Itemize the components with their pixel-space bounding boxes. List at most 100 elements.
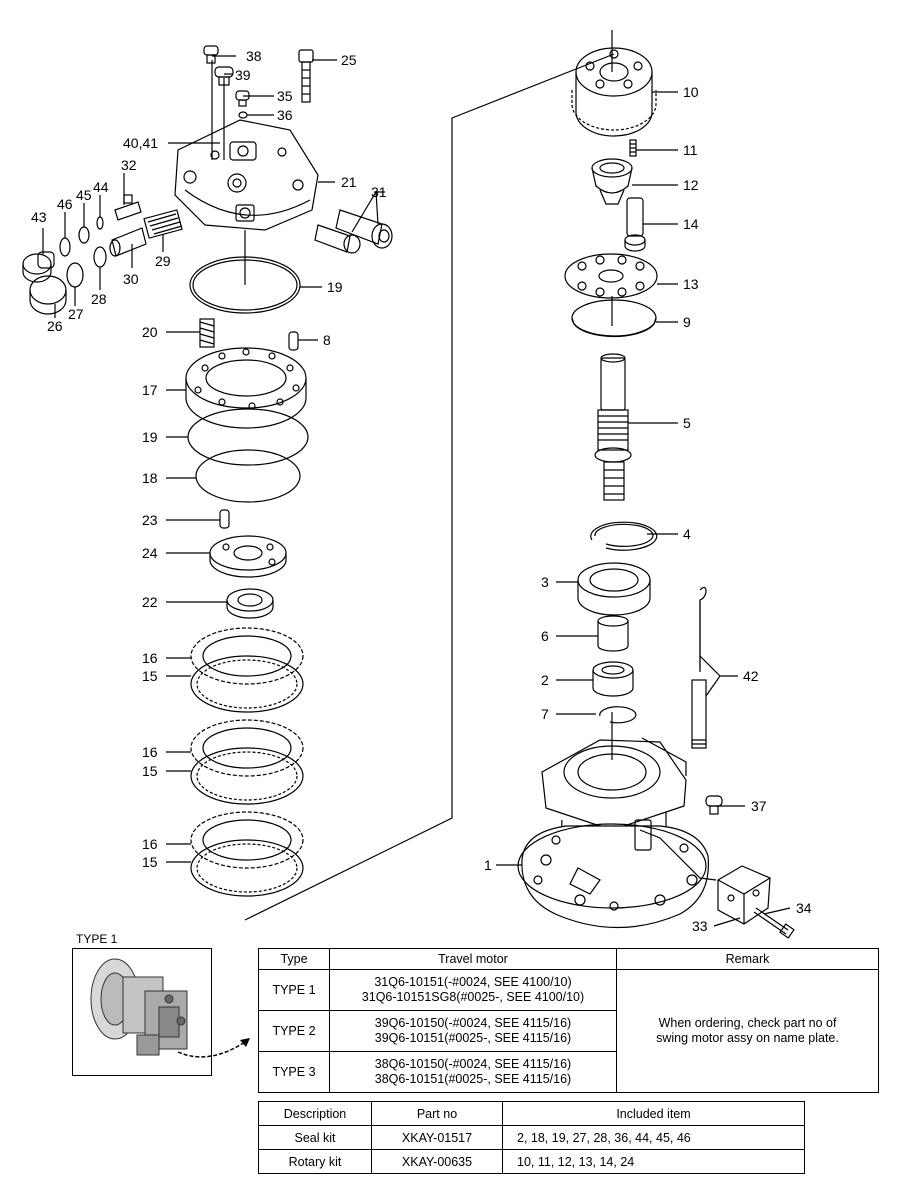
pointer-arrow bbox=[177, 1039, 249, 1058]
callout-10: 10 bbox=[683, 84, 699, 100]
ball-guide-12 bbox=[591, 158, 633, 205]
callout-34: 34 bbox=[796, 900, 812, 916]
valve-casing-part bbox=[174, 119, 319, 231]
callout-13: 13 bbox=[683, 276, 699, 292]
callout-35: 35 bbox=[277, 88, 293, 104]
callout-28: 28 bbox=[91, 291, 107, 307]
plug-35 bbox=[235, 90, 250, 107]
callout-23: 23 bbox=[142, 512, 158, 528]
valve-block-33 bbox=[717, 865, 771, 925]
spring-29 bbox=[143, 209, 183, 239]
description-header: Description bbox=[258, 1101, 372, 1126]
remark-header: Remark bbox=[616, 948, 879, 970]
level-gauge-42 bbox=[691, 586, 707, 749]
pin-8 bbox=[288, 331, 299, 351]
motor-assembly-image bbox=[90, 958, 188, 1056]
valve-plate-24 bbox=[209, 535, 287, 578]
callout-26: 26 bbox=[47, 318, 63, 334]
callout-32: 32 bbox=[121, 157, 137, 173]
shoe-plate-9 bbox=[571, 299, 657, 338]
callout-44: 44 bbox=[93, 179, 109, 195]
motor-line: 38Q6-10150(-#0024, SEE 4115/16) bbox=[374, 1057, 572, 1071]
plug-43 bbox=[22, 251, 55, 283]
callout-45: 45 bbox=[76, 187, 92, 203]
plug-38 bbox=[203, 45, 219, 64]
callout-46: 46 bbox=[57, 196, 73, 212]
plate-set-1 bbox=[190, 627, 304, 713]
callout-25: 25 bbox=[341, 52, 357, 68]
motor-cell: 31Q6-10151(-#0024, SEE 4100/10)31Q6-1015… bbox=[329, 969, 617, 1011]
bolt-34 bbox=[753, 907, 795, 939]
bearing-3 bbox=[577, 562, 651, 616]
o-ring-46 bbox=[59, 237, 71, 257]
callout-43: 43 bbox=[31, 209, 47, 225]
o-ring-28 bbox=[93, 246, 107, 268]
type-table: Type Travel motor Remark TYPE 1 31Q6-101… bbox=[258, 948, 879, 1093]
included-item-cell: 10, 11, 12, 13, 14, 24 bbox=[502, 1149, 805, 1174]
set-plate-13 bbox=[564, 253, 658, 299]
callout-1: 1 bbox=[484, 857, 492, 873]
callout-24: 24 bbox=[142, 545, 158, 561]
part-no-cell: XKAY-00635 bbox=[371, 1149, 503, 1174]
remark-line: When ordering, check part no of bbox=[658, 1016, 837, 1030]
motor-header: Travel motor bbox=[329, 948, 617, 970]
remark-line: swing motor assy on name plate. bbox=[656, 1031, 839, 1045]
part-no-header: Part no bbox=[371, 1101, 503, 1126]
callout-2: 2 bbox=[541, 672, 549, 688]
callout-16-c: 16 bbox=[142, 836, 158, 852]
plate-set-3 bbox=[190, 811, 304, 897]
callout-16-b: 16 bbox=[142, 744, 158, 760]
callout-17: 17 bbox=[142, 382, 158, 398]
included-item-cell: 2, 18, 19, 27, 28, 36, 44, 45, 46 bbox=[502, 1125, 805, 1150]
relief-valve-31a bbox=[335, 209, 393, 249]
callout-19-top: 19 bbox=[327, 279, 343, 295]
o-ring-18 bbox=[195, 449, 301, 503]
plug-26 bbox=[29, 275, 67, 315]
drive-shaft-5 bbox=[594, 353, 632, 501]
table-row: TYPE 3 38Q6-10150(-#0024, SEE 4115/16)38… bbox=[258, 1051, 879, 1093]
table-row: Rotary kit XKAY-00635 10, 11, 12, 13, 14… bbox=[258, 1149, 805, 1174]
o-ring-44 bbox=[96, 216, 104, 230]
callout-22: 22 bbox=[142, 594, 158, 610]
callout-29: 29 bbox=[155, 253, 171, 269]
callout-19: 19 bbox=[142, 429, 158, 445]
type-cell: TYPE 3 bbox=[258, 1051, 330, 1093]
callout-3: 3 bbox=[541, 574, 549, 590]
o-ring-27 bbox=[66, 262, 84, 288]
table-row: TYPE 1 31Q6-10151(-#0024, SEE 4100/10)31… bbox=[258, 969, 879, 1093]
callout-15-a: 15 bbox=[142, 668, 158, 684]
snap-ring-4 bbox=[590, 521, 658, 551]
spring-11 bbox=[629, 139, 637, 157]
callout-16-a: 16 bbox=[142, 650, 158, 666]
callout-5: 5 bbox=[683, 415, 691, 431]
housing-1 bbox=[517, 739, 710, 929]
piston-14 bbox=[624, 197, 646, 252]
callout-4: 4 bbox=[683, 526, 691, 542]
pin-23 bbox=[219, 509, 230, 529]
callout-15-c: 15 bbox=[142, 854, 158, 870]
callout-18: 18 bbox=[142, 470, 158, 486]
callout-38: 38 bbox=[246, 48, 262, 64]
callout-15-b: 15 bbox=[142, 763, 158, 779]
plug-37 bbox=[705, 795, 723, 815]
callout-33: 33 bbox=[692, 918, 708, 934]
divider-line bbox=[244, 53, 615, 921]
callout-40-41: 40,41 bbox=[123, 135, 158, 151]
callout-7: 7 bbox=[541, 706, 549, 722]
motor-line: 38Q6-10151(#0025-, SEE 4115/16) bbox=[374, 1072, 572, 1086]
spring-20 bbox=[199, 318, 215, 348]
callout-39: 39 bbox=[235, 67, 251, 83]
callout-20: 20 bbox=[142, 324, 158, 340]
included-item-header: Included item bbox=[502, 1101, 805, 1126]
callout-14: 14 bbox=[683, 216, 699, 232]
callout-37: 37 bbox=[751, 798, 767, 814]
description-cell: Seal kit bbox=[258, 1125, 372, 1150]
plate-set-2 bbox=[190, 719, 304, 805]
snap-ring-7 bbox=[599, 706, 637, 724]
sleeve-6 bbox=[597, 615, 629, 652]
plug-32 bbox=[114, 194, 142, 221]
motor-line: 39Q6-10151(#0025-, SEE 4115/16) bbox=[374, 1031, 572, 1045]
part-no-cell: XKAY-01517 bbox=[371, 1125, 503, 1150]
callout-31: 31 bbox=[371, 184, 387, 200]
